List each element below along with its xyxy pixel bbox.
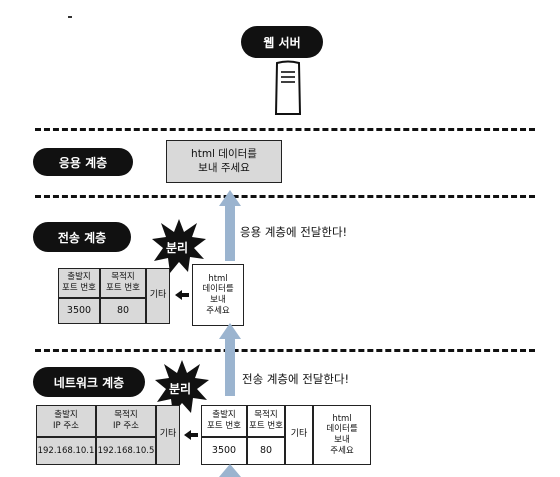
arrow-up-icon <box>219 464 241 477</box>
network-src-ip-value: 192.168.10.1 <box>36 437 96 465</box>
network-layer-text: 네트워크 계층 <box>53 375 125 390</box>
note-to-transport: 전송 계층에 전달한다! <box>242 372 350 386</box>
np-data-3: 보내 <box>334 435 350 445</box>
np-srcport-l1: 출발지 <box>212 410 236 421</box>
tp-dst-l1: 목적지 <box>111 272 135 283</box>
application-data-box: html 데이터를 보내 주세요 <box>166 140 282 183</box>
network-dst-port-value: 80 <box>247 437 285 465</box>
separate-burst-icon <box>155 360 209 414</box>
decorative-mark <box>68 16 72 18</box>
transport-layer-text: 전송 계층 <box>57 230 107 245</box>
arrow-up-icon <box>219 190 241 206</box>
note-to-application: 응용 계층에 전달한다! <box>240 225 348 239</box>
application-layer-text: 응용 계층 <box>58 155 108 170</box>
network-src-port-value: 3500 <box>201 437 247 465</box>
transport-etc: 기타 <box>146 268 170 324</box>
np-dstip-l2: IP 주소 <box>113 421 139 431</box>
server-icon <box>274 60 302 115</box>
web-server-label: 웹 서버 <box>241 26 323 58</box>
application-layer-label: 응용 계층 <box>33 148 133 176</box>
separate-label-transport: 분리 <box>166 241 189 255</box>
tp-data-2: 데이터를 <box>202 284 234 295</box>
network-etc2: 기타 <box>285 405 313 465</box>
network-etc: 기타 <box>156 405 180 465</box>
separate-burst-icon <box>152 219 206 273</box>
network-data-box: html 데이터를 보내 주세요 <box>313 405 371 465</box>
tp-src-l1: 출발지 <box>67 272 91 283</box>
np-srcip-l2: IP 주소 <box>53 421 79 431</box>
np-data-1: html <box>332 413 352 424</box>
transport-src-port-label: 출발지 포트 번호 <box>58 268 100 298</box>
transport-data-box: html 데이터를 보내 주세요 <box>192 264 244 326</box>
separator-3 <box>35 349 535 352</box>
app-box-line2: 보내 주세요 <box>198 161 250 174</box>
arrow-to-application-shaft <box>225 203 235 261</box>
arrow-to-transport-shaft <box>225 336 235 396</box>
tp-dst-l2: 포트 번호 <box>106 283 140 293</box>
separator-2 <box>35 195 535 198</box>
np-data-4: 주세요 <box>330 445 354 456</box>
network-layer-label: 네트워크 계층 <box>33 367 145 397</box>
app-box-line1: html 데이터를 <box>191 148 257 161</box>
np-srcport-l2: 포트 번호 <box>207 421 241 431</box>
network-dst-port-label: 목적지 포트 번호 <box>247 405 285 437</box>
arrow-left-icon <box>175 290 189 300</box>
network-dst-ip-value: 192.168.10.5 <box>96 437 156 465</box>
arrow-left-icon <box>184 430 198 440</box>
network-src-ip-label: 출발지 IP 주소 <box>36 405 96 437</box>
separate-label-network: 분리 <box>169 382 192 396</box>
tp-data-4: 주세요 <box>206 305 230 316</box>
np-dstip-l1: 목적지 <box>114 410 138 421</box>
transport-dst-port-value: 80 <box>100 298 146 324</box>
transport-layer-label: 전송 계층 <box>33 222 131 252</box>
web-server-text: 웹 서버 <box>263 35 301 50</box>
network-src-port-label: 출발지 포트 번호 <box>201 405 247 437</box>
tp-data-3: 보내 <box>210 295 226 305</box>
transport-src-port-value: 3500 <box>58 298 100 324</box>
tp-data-1: html <box>208 273 228 284</box>
network-dst-ip-label: 목적지 IP 주소 <box>96 405 156 437</box>
separator-1 <box>35 128 535 131</box>
transport-dst-port-label: 목적지 포트 번호 <box>100 268 146 298</box>
arrow-up-icon <box>219 323 241 339</box>
tp-src-l2: 포트 번호 <box>62 283 96 293</box>
np-dstport-l2: 포트 번호 <box>249 421 283 431</box>
np-data-2: 데이터를 <box>326 424 358 435</box>
np-srcip-l1: 출발지 <box>54 410 78 421</box>
np-dstport-l1: 목적지 <box>254 410 278 421</box>
